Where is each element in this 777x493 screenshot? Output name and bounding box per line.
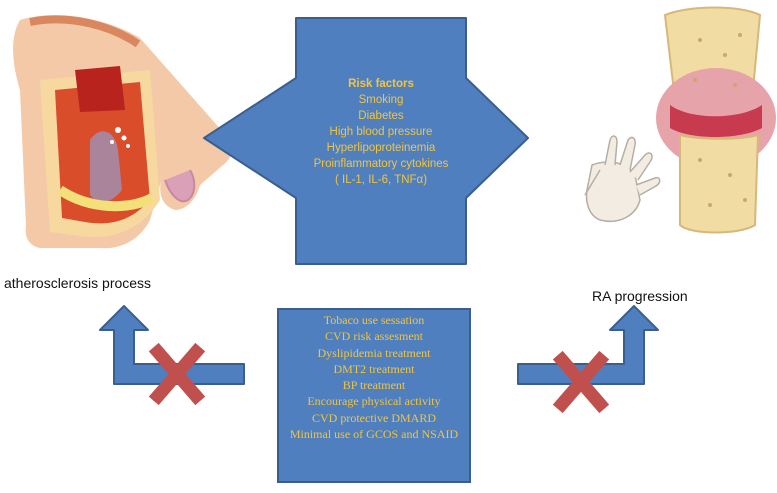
cross-icon-right (552, 350, 610, 414)
cross-icon-left (148, 342, 206, 406)
risk-factors-arrow (203, 17, 529, 265)
intervention-item: BP treatment (342, 378, 406, 393)
intervention-item: Tobaco use sessation (323, 313, 425, 327)
risk-factor-item: Diabetes (358, 110, 404, 122)
intervention-item: CVD risk assesment (325, 329, 423, 344)
risk-factors-title: Risk factors (348, 78, 414, 90)
intervention-item: Encourage physical activity (307, 394, 441, 409)
risk-factor-item: Hyperlipoproteinemia (326, 142, 436, 154)
ra-progression-label: RA progression (592, 288, 688, 304)
intervention-item: Minimal use of GCOS and NSAID (289, 427, 459, 442)
joint-illustration (656, 6, 776, 234)
intervention-item: CVD protective DMARD (312, 410, 436, 425)
intervention-box (277, 308, 471, 483)
risk-factor-item: Smoking (358, 94, 404, 106)
hand-illustration (584, 135, 661, 222)
risk-factors-text: Risk factors Smoking Diabetes High blood… (296, 76, 466, 188)
artery-illustration (13, 15, 233, 249)
risk-factor-item: Proinflammatory cytokines (313, 158, 449, 170)
intervention-item: DMT2 treatment (333, 361, 415, 376)
interventions-text: Tobaco use sessation CVD risk assesment … (278, 312, 470, 442)
risk-factor-item: High blood pressure (329, 126, 433, 138)
risk-factor-item: ( IL-1, IL-6, TNFα) (334, 174, 428, 186)
intervention-item: Dyslipidemia treatment (317, 345, 431, 360)
atherosclerosis-label: atherosclerosis process (4, 275, 152, 291)
